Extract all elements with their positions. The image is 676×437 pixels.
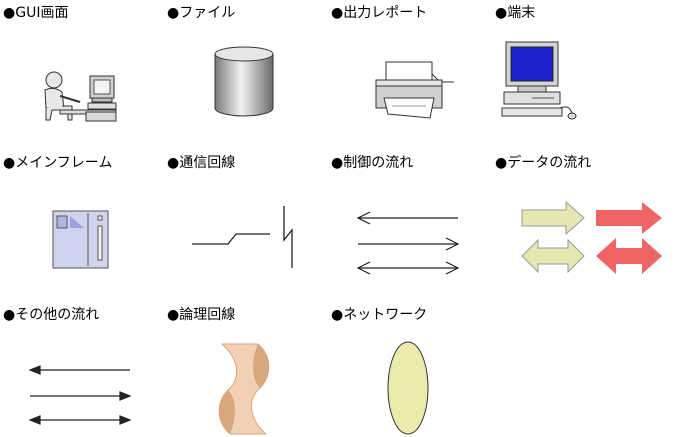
legend-label-comm-line: 通信回線	[179, 155, 236, 171]
gui-screen-icon	[40, 70, 120, 122]
logical-line-icon	[216, 342, 274, 436]
legend-label-terminal: 端末	[507, 5, 536, 21]
bullet: ●	[167, 307, 180, 323]
legend-label-file: ファイル	[179, 5, 236, 21]
other-flow-arrows-icon	[28, 362, 134, 428]
legend-label-mainframe: メインフレーム	[15, 155, 113, 171]
bullet: ●	[167, 5, 180, 21]
legend-label-data-flow: データの流れ	[507, 155, 592, 171]
communication-line-icon	[192, 206, 298, 272]
bullet: ●	[495, 155, 508, 171]
legend-label-control-flow: 制御の流れ	[343, 155, 414, 171]
legend-label-report: 出力レポート	[343, 5, 428, 21]
legend-label-network: ネットワーク	[343, 307, 428, 323]
bullet: ●	[331, 155, 344, 171]
mainframe-icon	[52, 210, 110, 270]
bullet: ●	[3, 155, 16, 171]
data-flow-arrows-icon	[520, 200, 666, 278]
bullet: ●	[3, 5, 16, 21]
bullet: ●	[331, 5, 344, 21]
bullet: ●	[331, 307, 344, 323]
legend-label-logical-line: 論理回線	[179, 307, 236, 323]
bullet: ●	[167, 155, 180, 171]
control-flow-arrows-icon	[356, 210, 462, 276]
file-cylinder-icon	[214, 46, 274, 118]
legend-label-other-flow: その他の流れ	[15, 307, 100, 323]
terminal-computer-icon	[501, 41, 578, 120]
printer-report-icon	[372, 60, 456, 120]
network-ellipse-icon	[386, 340, 430, 436]
legend-label-gui: GUI画面	[15, 5, 69, 21]
bullet: ●	[3, 307, 16, 323]
bullet: ●	[495, 5, 508, 21]
